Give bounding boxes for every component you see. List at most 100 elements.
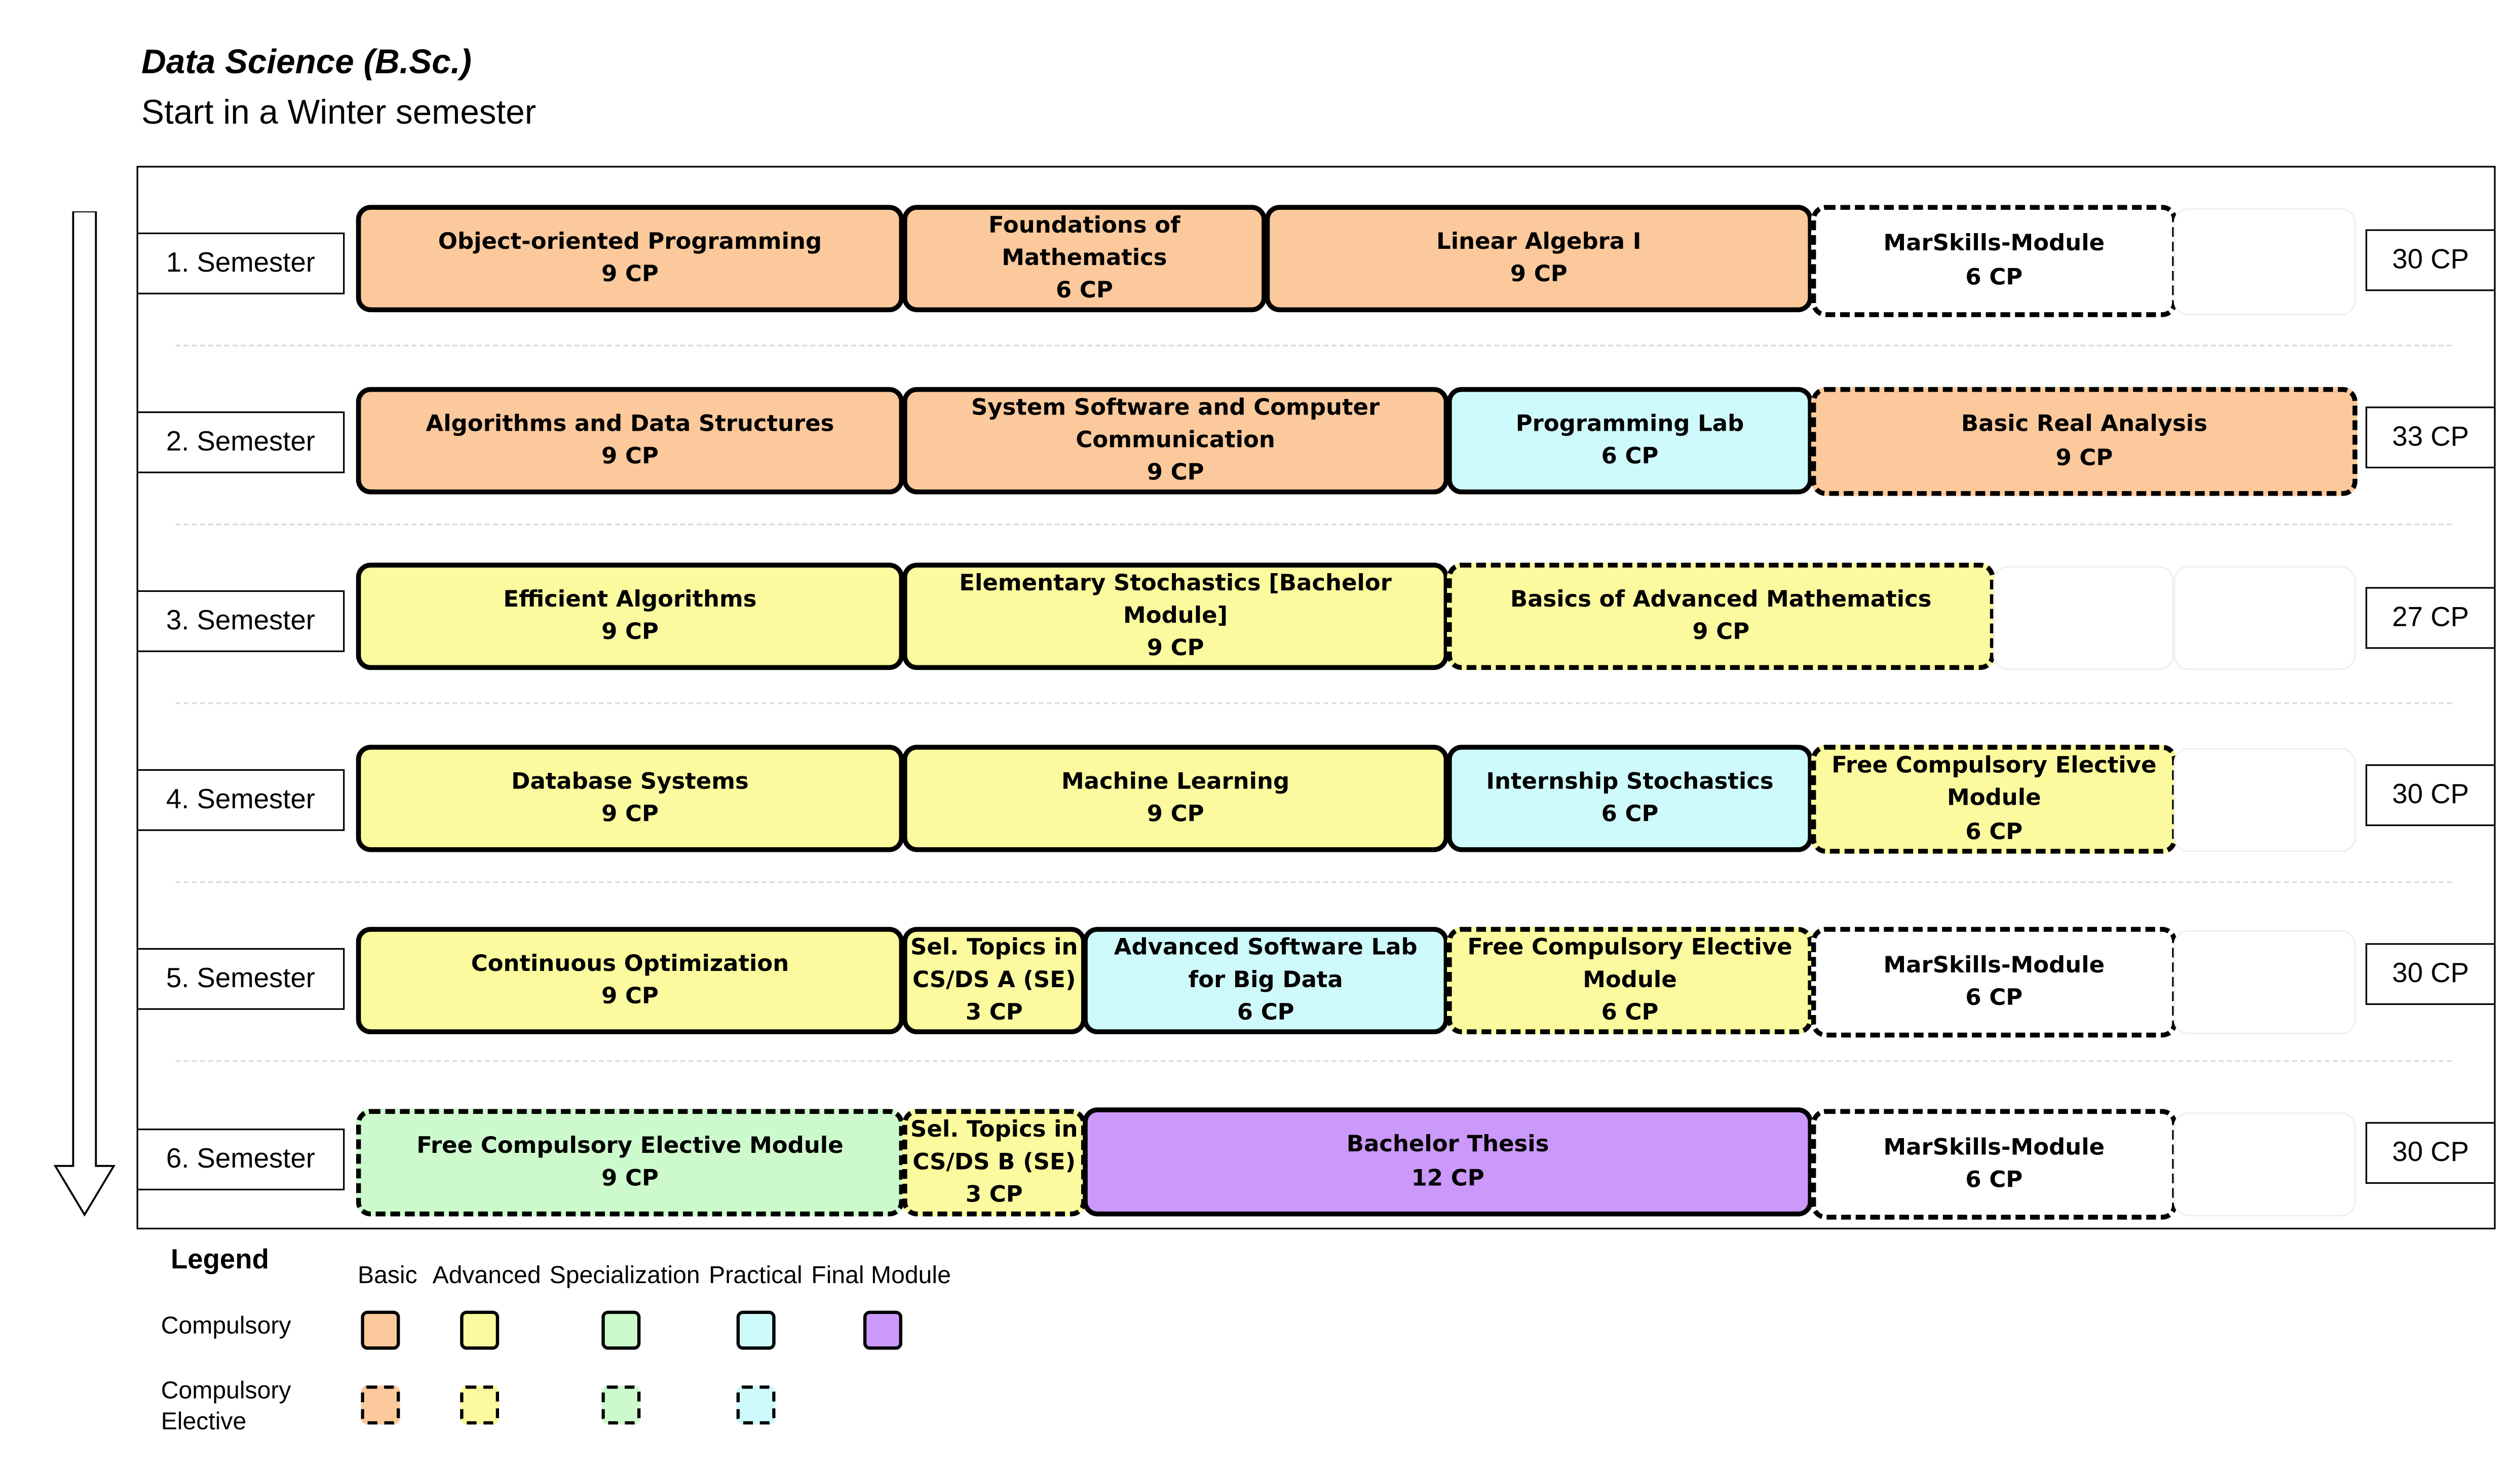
module-cp: 3 CP <box>965 1182 1023 1209</box>
module-elementary-stochastics: Elementary Stochastics [Bachelor Module]… <box>902 562 1449 670</box>
empty-slot <box>2173 1112 2356 1217</box>
semester-plan-frame <box>136 166 2496 1230</box>
module-name: Free Compulsory Elective Module <box>416 1133 844 1159</box>
legend-swatch-advanced-compulsory <box>460 1310 500 1350</box>
module-marskills-1: MarSkills-Module 6 CP <box>1811 205 2177 317</box>
legend-row-label-line2: Elective <box>161 1408 247 1436</box>
module-cp: 6 CP <box>1601 444 1659 470</box>
legend-row-label-line1: Compulsory <box>161 1377 291 1405</box>
module-advanced-software-lab: Advanced Software Lab for Big Data 6 CP <box>1083 927 1449 1034</box>
semester-label-2: 2. Semester <box>136 411 345 473</box>
legend-swatch-basic-compulsory <box>361 1310 400 1350</box>
module-name: Free Compulsory Elective Module <box>1831 753 2157 812</box>
module-selected-topics-a: Sel. Topics in CS/DS A (SE) 3 CP <box>902 927 1086 1034</box>
module-name: Foundations of Mathematics <box>988 212 1180 272</box>
module-cp: 6 CP <box>1965 985 2023 1011</box>
module-name: Basic Real Analysis <box>1961 411 2207 438</box>
semester-label-3: 3. Semester <box>136 590 345 652</box>
module-linear-algebra-i: Linear Algebra I 9 CP <box>1265 205 1813 313</box>
module-name: Free Compulsory Elective Module <box>1467 934 1792 994</box>
legend-column-advanced: Advanced <box>432 1262 541 1290</box>
module-name: MarSkills-Module <box>1883 231 2105 257</box>
legend-column-final-module: Final Module <box>811 1262 951 1290</box>
module-cp: 9 CP <box>2055 444 2113 471</box>
semester-cp-total-1: 30 CP <box>2365 229 2496 291</box>
legend-column-practical: Practical <box>709 1262 803 1290</box>
module-marskills-5: MarSkills-Module 6 CP <box>1811 927 2177 1038</box>
module-cp: 9 CP <box>1147 460 1204 486</box>
semester-label-4: 4. Semester <box>136 769 345 831</box>
module-system-software-and-computer-communication: System Software and Computer Communicati… <box>902 387 1449 495</box>
module-name: MarSkills-Module <box>1883 952 2105 979</box>
module-name: Bachelor Thesis <box>1346 1132 1549 1158</box>
module-name: Advanced Software Lab for Big Data <box>1114 934 1418 994</box>
module-basics-of-advanced-mathematics: Basics of Advanced Mathematics 9 CP <box>1447 562 1995 670</box>
module-cp: 9 CP <box>1147 802 1204 828</box>
module-cp: 12 CP <box>1411 1165 1484 1191</box>
module-name: Efficient Algorithms <box>503 586 757 613</box>
semester-divider <box>175 702 2452 704</box>
empty-slot <box>2173 930 2356 1034</box>
legend-swatch-final-compulsory <box>863 1310 902 1350</box>
module-cp: 9 CP <box>601 984 659 1010</box>
arrow-down-icon <box>53 211 116 1217</box>
module-machine-learning: Machine Learning 9 CP <box>902 744 1449 852</box>
module-cp: 3 CP <box>965 1000 1023 1027</box>
module-cp: 6 CP <box>1055 278 1113 305</box>
legend-column-basic: Basic <box>357 1262 417 1290</box>
module-name: Elementary Stochastics [Bachelor Module] <box>959 570 1392 629</box>
module-internship-stochastics: Internship Stochastics 6 CP <box>1447 744 1813 852</box>
module-name: Database Systems <box>511 768 749 795</box>
module-cp: 6 CP <box>1601 802 1659 828</box>
module-database-systems: Database Systems 9 CP <box>356 744 904 852</box>
module-name: Continuous Optimization <box>471 951 789 977</box>
module-cp: 6 CP <box>1237 1000 1294 1027</box>
module-cp: 9 CP <box>601 444 659 470</box>
module-free-compulsory-elective-5: Free Compulsory Elective Module 6 CP <box>1447 927 1813 1034</box>
semester-cp-total-2: 33 CP <box>2365 406 2496 469</box>
semester-divider <box>175 1060 2452 1062</box>
semester-cp-total-6: 30 CP <box>2365 1122 2496 1184</box>
module-cp: 6 CP <box>1965 819 2023 845</box>
module-name: MarSkills-Module <box>1883 1134 2105 1161</box>
page-subtitle: Start in a Winter semester <box>141 94 537 132</box>
semester-label-5: 5. Semester <box>136 948 345 1010</box>
legend-swatch-basic-elective <box>361 1385 400 1425</box>
semester-cp-total-5: 30 CP <box>2365 943 2496 1005</box>
module-name: Object-oriented Programming <box>438 229 822 255</box>
module-cp: 9 CP <box>601 261 659 288</box>
module-basic-real-analysis: Basic Real Analysis 9 CP <box>1811 387 2358 496</box>
module-name: Algorithms and Data Structures <box>426 410 834 437</box>
semester-label-1: 1. Semester <box>136 232 345 294</box>
module-name: Linear Algebra I <box>1436 229 1641 255</box>
module-cp: 9 CP <box>601 1166 659 1192</box>
module-marskills-6: MarSkills-Module 6 CP <box>1811 1109 2177 1220</box>
module-name: Sel. Topics in CS/DS A (SE) <box>910 934 1078 994</box>
module-name: Machine Learning <box>1061 768 1290 795</box>
module-cp: 9 CP <box>1510 261 1568 288</box>
legend-swatch-specialization-compulsory <box>601 1310 641 1350</box>
legend-swatch-specialization-elective <box>601 1385 641 1425</box>
legend-column-specialization: Specialization <box>549 1262 700 1290</box>
semester-cp-total-4: 30 CP <box>2365 764 2496 827</box>
empty-slot <box>2173 208 2356 316</box>
module-foundations-of-mathematics: Foundations of Mathematics 6 CP <box>902 205 1267 313</box>
module-cp: 9 CP <box>601 619 659 646</box>
module-free-compulsory-elective-4: Free Compulsory Elective Module 6 CP <box>1811 744 2177 854</box>
legend-row-compulsory: Compulsory <box>161 1312 291 1340</box>
semester-divider <box>175 523 2452 525</box>
module-free-compulsory-elective-6: Free Compulsory Elective Module 9 CP <box>356 1109 904 1217</box>
legend-swatch-practical-elective <box>736 1385 776 1425</box>
empty-slot <box>2173 748 2356 852</box>
module-algorithms-and-data-structures: Algorithms and Data Structures 9 CP <box>356 387 904 495</box>
semester-divider <box>175 881 2452 883</box>
module-name: System Software and Computer Communicati… <box>971 394 1380 454</box>
module-cp: 6 CP <box>1965 264 2023 290</box>
module-cp: 6 CP <box>1965 1168 2023 1194</box>
module-name: Programming Lab <box>1515 410 1744 437</box>
legend-title: Legend <box>170 1244 269 1275</box>
legend-row-compulsory-elective: Compulsory Elective <box>161 1377 291 1438</box>
module-bachelor-thesis: Bachelor Thesis 12 CP <box>1083 1107 1813 1217</box>
module-name: Sel. Topics in CS/DS B (SE) <box>910 1116 1078 1176</box>
